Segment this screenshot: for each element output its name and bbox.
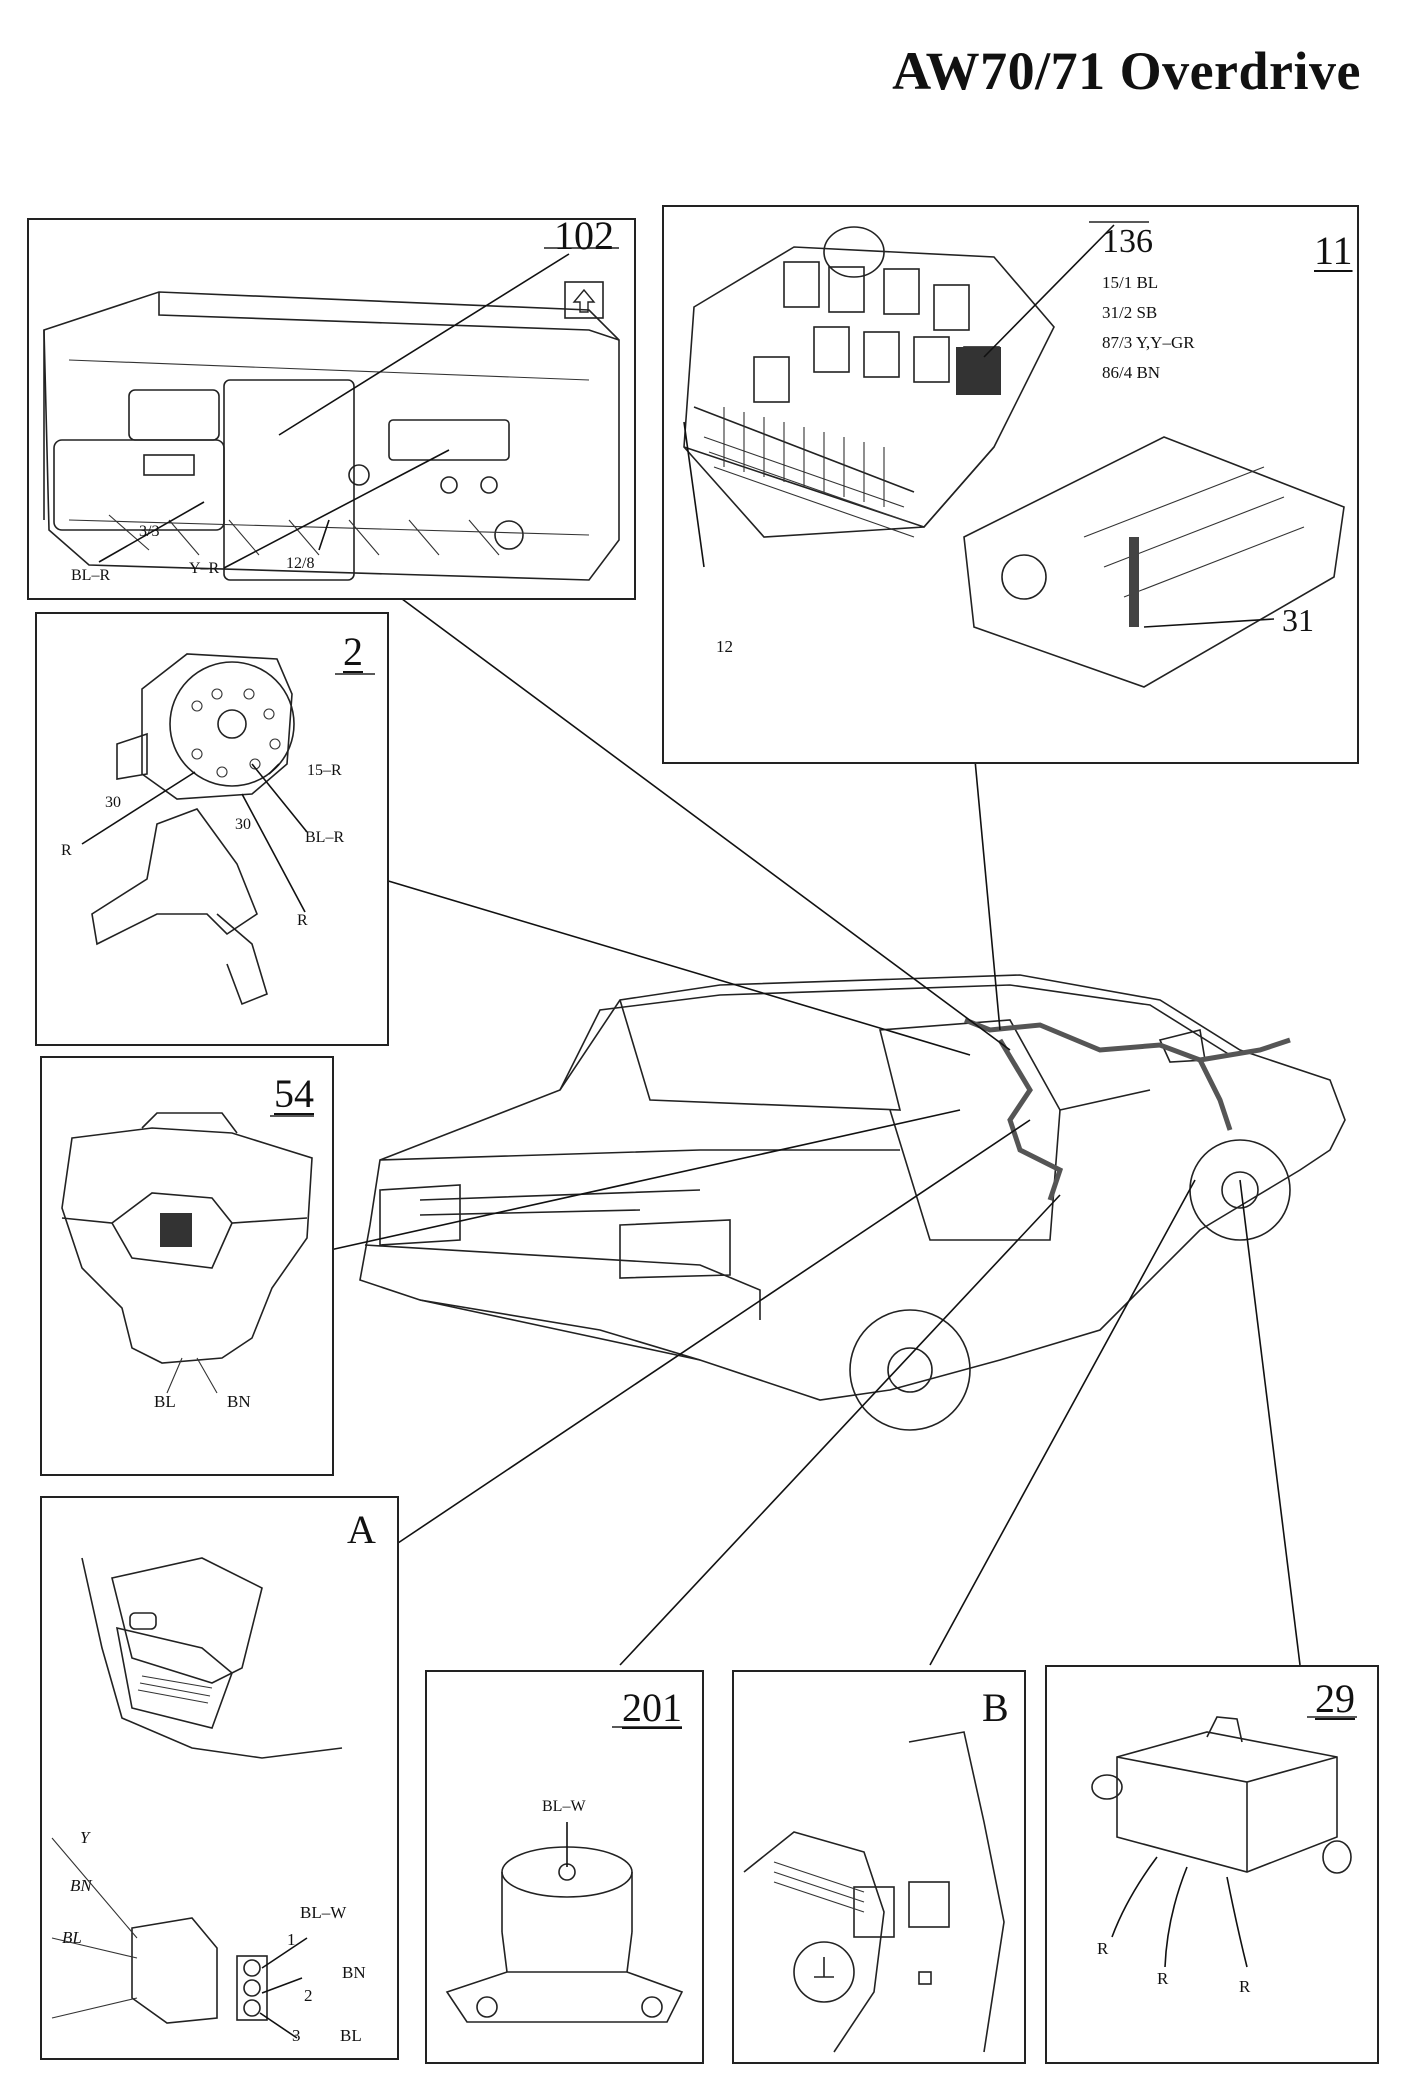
ground-point-drawing xyxy=(743,1731,1005,2053)
wire-color-label: BL–W xyxy=(300,1903,347,1922)
wire-color-label: Y–R xyxy=(189,560,220,577)
wire-color-label: BN xyxy=(227,1392,251,1411)
component-number-54: 54 xyxy=(274,1071,314,1116)
car-outline xyxy=(359,974,1346,1431)
wire-color-label: BL xyxy=(62,1928,82,1947)
component-letter-B: B xyxy=(982,1685,1009,1730)
connector-label: 3/3 xyxy=(139,523,160,540)
panel-54: 54 BL BN xyxy=(40,1056,334,1476)
component-number-2: 2 xyxy=(343,629,363,674)
ignition-switch-drawing xyxy=(81,653,375,1006)
terminal-label: 15–R xyxy=(307,762,342,779)
shift-knob-switch-drawing xyxy=(61,1112,314,1394)
relay-pin-label: 31/2 SB xyxy=(1102,303,1158,322)
diagnostic-connector-drawing xyxy=(51,1557,343,2039)
component-number-102: 102 xyxy=(554,213,614,258)
panel-29: 29 R R R xyxy=(1045,1665,1379,2064)
wire-color-label: R xyxy=(61,842,72,859)
pin-number: 3 xyxy=(292,2026,301,2045)
wire-color-label: BL–W xyxy=(542,1798,586,1815)
panel-11: 11 136 15/1 BL 31/2 SB 87/3 Y,Y–GR 86/4 … xyxy=(662,205,1359,764)
relay-number-136: 136 xyxy=(1102,223,1153,260)
wire-color-label: BL xyxy=(154,1392,176,1411)
wire-color-label: BL–R xyxy=(305,829,345,846)
connector-label: 12/8 xyxy=(286,555,315,572)
wire-color-label: BN xyxy=(70,1876,92,1895)
wire-color-label: BL–R xyxy=(71,567,111,584)
wire-color-label: Y xyxy=(80,1828,90,1847)
leader-lines xyxy=(329,589,1301,1666)
control-module-drawing xyxy=(1091,1716,1357,1968)
panel-201: 201 BL–W xyxy=(425,1670,704,2064)
wire-color-label: R xyxy=(1157,1969,1169,1988)
page-title: AW70/71 Overdrive xyxy=(892,41,1361,101)
instrument-cluster-drawing xyxy=(43,247,620,581)
panel-102: 102 3/3 BL–R Y–R 12/8 xyxy=(27,213,636,600)
panel-B: B xyxy=(732,1670,1026,2064)
wire-color-label: R xyxy=(1097,1939,1109,1958)
terminal-label: 30 xyxy=(235,816,251,833)
wire-color-label: BL xyxy=(340,2026,362,2045)
component-letter-A: A xyxy=(347,1507,376,1552)
fuse-label: 12 xyxy=(716,637,733,656)
pin-number: 2 xyxy=(304,1986,313,2005)
relay-pin-label: 87/3 Y,Y–GR xyxy=(1102,333,1195,352)
component-number-29: 29 xyxy=(1315,1676,1355,1721)
relay-pin-label: 15/1 BL xyxy=(1102,273,1159,292)
pin-number: 1 xyxy=(287,1930,296,1949)
wire-color-label: R xyxy=(297,912,308,929)
component-number-201: 201 xyxy=(622,1685,682,1730)
panel-A: A Y BN BL BL–W 1 BN 2 3 BL xyxy=(40,1496,399,2060)
terminal-label: 30 xyxy=(105,794,121,811)
panel-2: 2 15–R 30 30 BL–R R R xyxy=(35,612,389,1046)
wire-color-label: BN xyxy=(342,1963,366,1982)
wire-color-label: R xyxy=(1239,1977,1251,1996)
fuse-number-31: 31 xyxy=(1282,602,1314,638)
relay-pin-label: 86/4 BN xyxy=(1102,363,1161,382)
oil-pressure-sensor-drawing xyxy=(445,1726,684,2023)
fuse-relay-box-drawing xyxy=(683,221,1345,688)
component-number-11: 11 xyxy=(1314,228,1353,273)
wiring-harness xyxy=(964,1017,1291,1201)
